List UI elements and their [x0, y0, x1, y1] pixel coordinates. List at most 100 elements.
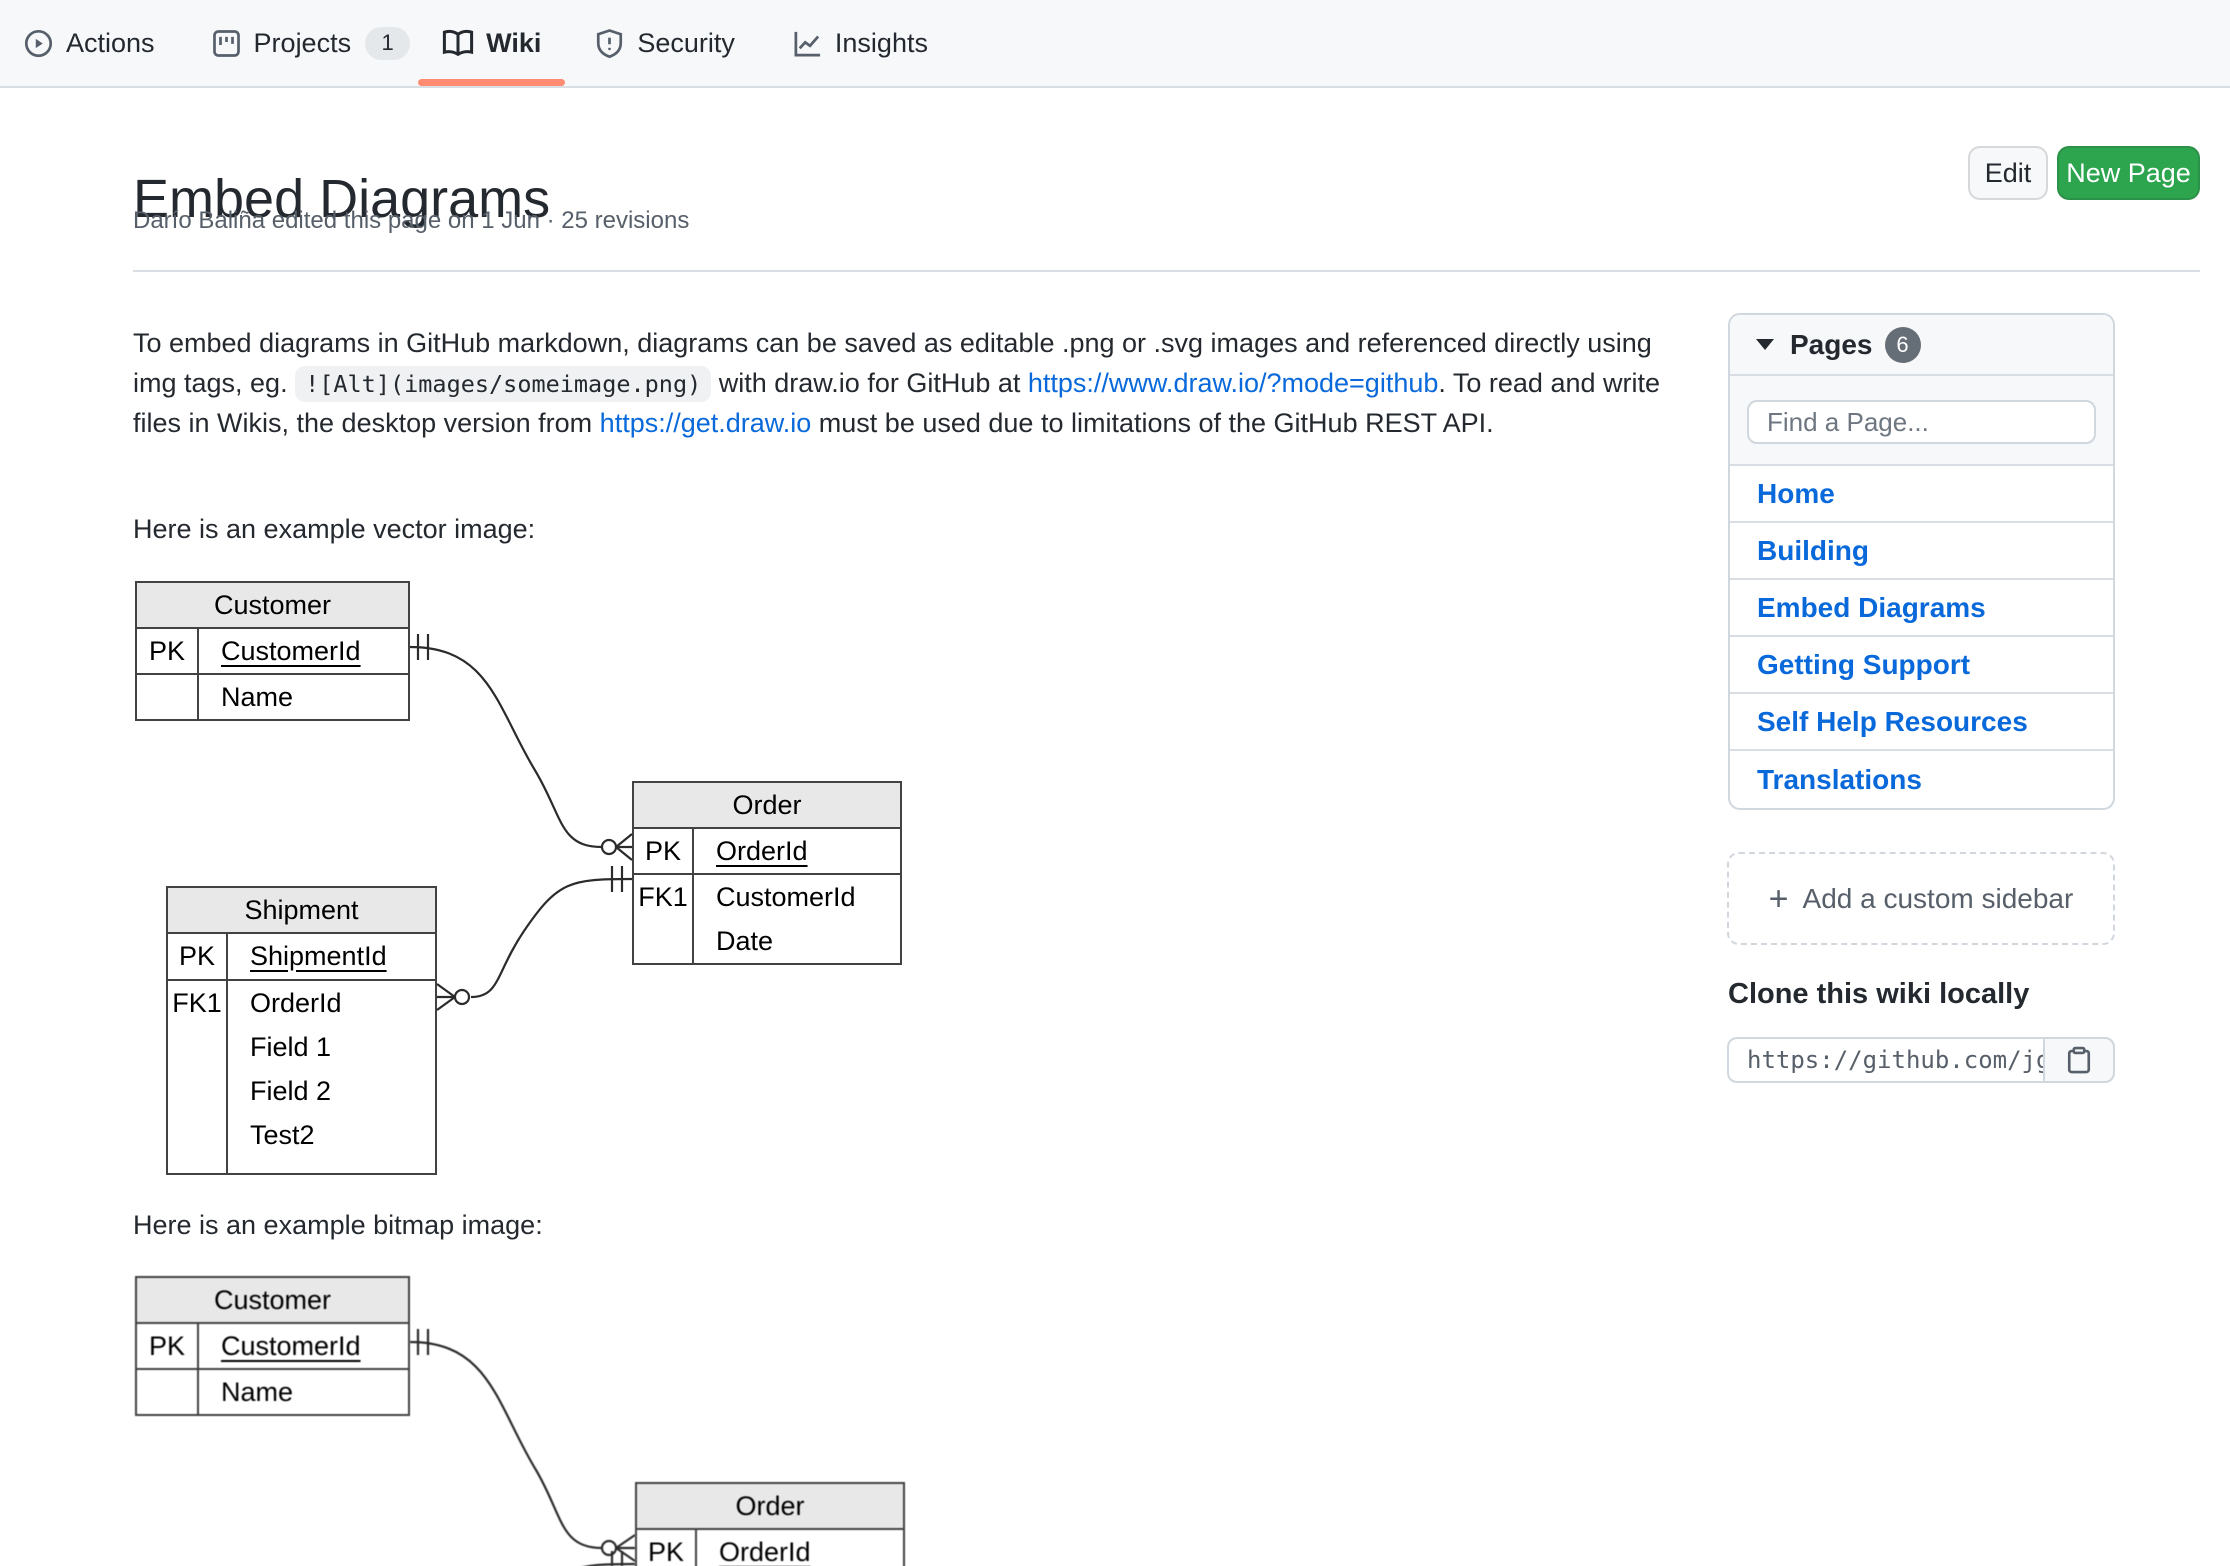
er-field-cell: Field 1 — [250, 1032, 332, 1062]
sidebar-page-link[interactable]: Home — [1757, 477, 1835, 509]
er-key-cell: FK1 — [168, 981, 228, 1025]
paragraph-text: . To read and write files in Wikis, the … — [133, 367, 1661, 439]
edit-button[interactable]: Edit — [1968, 146, 2048, 200]
er-field-cell: CustomerId — [221, 1331, 361, 1361]
nav-tab-insights[interactable]: Insights — [792, 0, 928, 86]
repo-nav: Actions Projects 1 Wiki — [0, 0, 2230, 88]
bitmap-image-heading: Here is an example bitmap image: — [133, 1210, 543, 1240]
find-page-input[interactable] — [1747, 400, 2096, 444]
er-field-cell: OrderId — [719, 1537, 811, 1566]
er-field-cell: Name — [221, 1377, 294, 1407]
inline-code: ![Alt](images/someimage.png) — [295, 365, 712, 402]
sidebar-page-item[interactable]: Embed Diagrams — [1730, 580, 2113, 637]
paragraph-text: must be used due to limitations of the G… — [811, 408, 1494, 438]
connector-customer-order — [409, 634, 633, 861]
er-key-cell — [137, 675, 199, 719]
er-table-row: Field 1 — [168, 1025, 435, 1069]
sidebar-page-item[interactable]: Self Help Resources — [1730, 694, 2113, 751]
sidebar-page-link[interactable]: Translations — [1757, 763, 1922, 795]
er-table-title: Order — [637, 1484, 903, 1530]
er-field-cell: Test2 — [250, 1120, 315, 1150]
clone-url-group: https://github.com/jgra — [1727, 1037, 2115, 1083]
er-key-cell: FK1 — [634, 875, 694, 919]
nav-tab-label: Wiki — [486, 27, 542, 58]
paragraph-text: with draw.io for GitHub at — [711, 367, 1028, 398]
er-key-cell — [168, 1025, 228, 1069]
er-field-cell: CustomerId — [221, 636, 361, 666]
sidebar-page-item[interactable]: Translations — [1730, 751, 2113, 808]
page-title: Embed Diagrams — [133, 169, 551, 230]
sidebar-page-link[interactable]: Getting Support — [1757, 648, 1971, 680]
inline-link[interactable]: https://get.draw.io — [599, 408, 812, 438]
er-key-cell — [168, 1113, 228, 1173]
book-icon — [442, 27, 474, 59]
nav-tab-security[interactable]: Security — [594, 0, 735, 86]
er-table-title: Customer — [137, 1278, 408, 1324]
er-field-cell: Name — [221, 682, 294, 712]
vector-image-heading: Here is an example vector image: — [133, 514, 536, 544]
nav-tab-wiki[interactable]: Wiki — [418, 0, 566, 86]
chevron-down-icon — [1756, 339, 1774, 350]
er-table-row: PK OrderId — [637, 1530, 903, 1566]
er-table-row: FK1 CustomerId — [634, 875, 900, 919]
er-key-cell — [168, 1069, 228, 1113]
er-field-cell: CustomerId — [716, 882, 856, 912]
nav-tab-projects[interactable]: Projects 1 — [211, 0, 411, 86]
nav-tab-label: Projects — [253, 27, 352, 58]
projects-count-badge: 1 — [365, 26, 411, 60]
nav-tab-label: Security — [637, 27, 735, 58]
er-table-row: Name — [137, 675, 408, 719]
er-table-title: Customer — [137, 583, 408, 629]
er-key-cell — [634, 919, 694, 963]
clone-wiki-heading: Clone this wiki locally — [1728, 978, 2030, 1010]
er-table-row: Date — [634, 919, 900, 963]
graph-icon — [792, 28, 823, 59]
project-board-icon — [211, 28, 242, 59]
er-table-row: Name — [137, 1370, 408, 1414]
sidebar-page-link[interactable]: Building — [1757, 534, 1869, 566]
er-field-cell: Date — [716, 926, 774, 956]
pages-count-badge: 6 — [1884, 326, 1921, 363]
er-table-row: Field 2 — [168, 1069, 435, 1113]
paragraph-text: To embed diagrams in GitHub markdown, di… — [133, 328, 1652, 398]
new-page-button[interactable]: New Page — [2057, 146, 2200, 200]
play-circle-icon — [23, 28, 54, 59]
clipboard-icon — [2067, 1046, 2091, 1074]
page-search-section — [1730, 376, 2113, 466]
inline-link[interactable]: https://www.draw.io/?mode=github — [1027, 367, 1439, 398]
add-custom-sidebar-button[interactable]: + Add a custom sidebar — [1727, 852, 2115, 945]
sidebar-page-item[interactable]: Home — [1730, 466, 2113, 523]
copy-to-clipboard-button[interactable] — [2043, 1037, 2115, 1083]
er-table-row: PK OrderId — [634, 829, 900, 875]
page-edit-info: Darío Baliña edited this page on 1 Jun ·… — [133, 207, 690, 234]
article-paragraph: To embed diagrams in GitHub markdown, di… — [133, 324, 1668, 444]
clone-url-field[interactable]: https://github.com/jgra — [1727, 1037, 2043, 1083]
connector-order-shipment — [436, 866, 633, 1011]
shield-icon — [594, 28, 625, 59]
add-custom-sidebar-label: Add a custom sidebar — [1802, 882, 2074, 914]
sidebar-page-item[interactable]: Getting Support — [1730, 637, 2113, 694]
er-field-cell: Field 2 — [250, 1076, 332, 1106]
sidebar-page-link[interactable]: Self Help Resources — [1757, 705, 2028, 737]
er-field-cell: OrderId — [716, 836, 808, 866]
connector-customer-order-bitmap — [409, 1329, 636, 1566]
er-key-cell: PK — [634, 829, 694, 873]
sidebar-page-link[interactable]: Embed Diagrams — [1757, 591, 1986, 623]
nav-tab-actions[interactable]: Actions — [23, 0, 155, 86]
sidebar-page-item[interactable]: Building — [1730, 523, 2113, 580]
pages-collapse-header[interactable]: Pages 6 — [1730, 315, 2113, 376]
pages-title: Pages — [1790, 328, 1873, 360]
nav-tab-label: Actions — [66, 27, 155, 58]
er-key-cell: PK — [637, 1530, 697, 1566]
er-field-cell: ShipmentId — [250, 941, 387, 971]
